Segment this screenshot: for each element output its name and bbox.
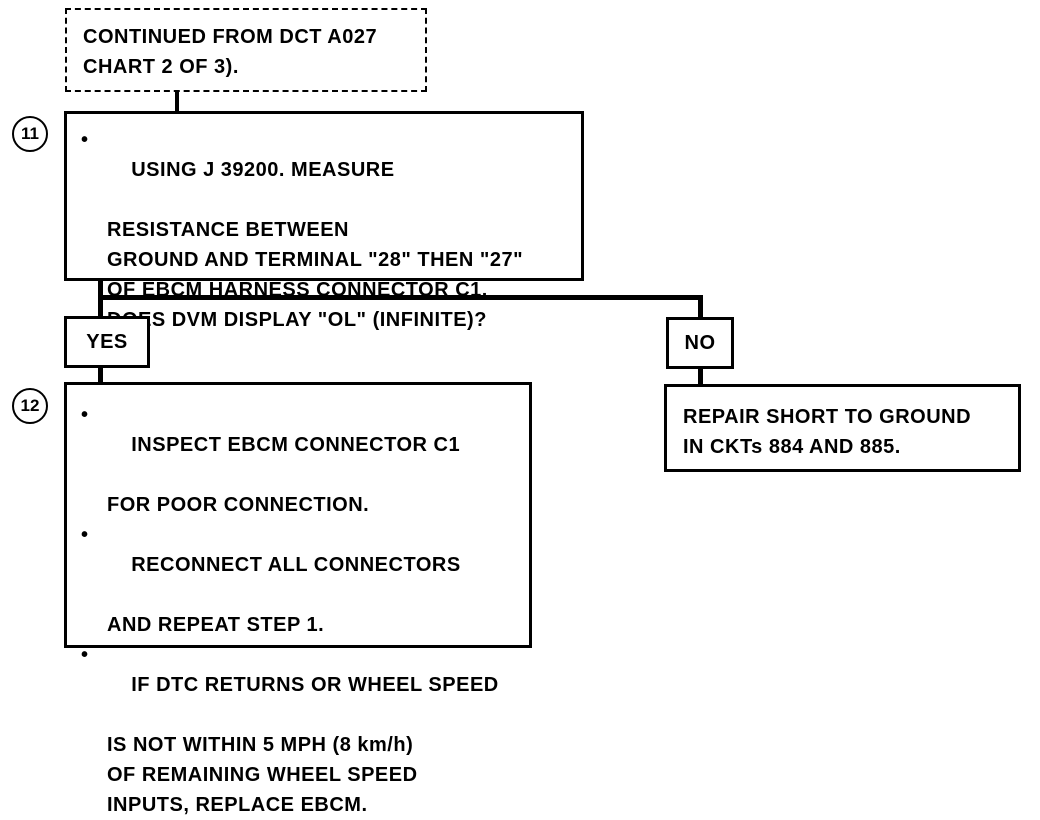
step-12-item-3-line-3: OF REMAINING WHEEL SPEED xyxy=(107,764,418,786)
step-12-item-1-line-2: FOR POOR CONNECTION. xyxy=(107,494,370,516)
step-12-item-3-line-1: •IF DTC RETURNS OR WHEEL SPEED xyxy=(67,640,529,730)
continued-from-line-2: CHART 2 OF 3). xyxy=(83,56,239,78)
connector-to-yes xyxy=(98,295,103,317)
yes-box: YES xyxy=(64,316,150,368)
continued-from-line-1: CONTINUED FROM DCT A027 xyxy=(83,26,378,48)
step-11-line-4: OF EBCM HARNESS CONNECTOR C1. xyxy=(107,279,488,301)
bullet-icon: • xyxy=(81,404,89,426)
no-label: NO xyxy=(684,332,716,354)
step-12-item-3-line-4: INPUTS, REPLACE EBCM. xyxy=(107,794,368,816)
step-12-item-2-line-1: •RECONNECT ALL CONNECTORS xyxy=(67,520,529,610)
step-12-item-2-line-2: AND REPEAT STEP 1. xyxy=(107,614,325,636)
connector-step11-down xyxy=(98,281,103,299)
step-11-line-1: •USING J 39200. MEASURE xyxy=(67,125,581,215)
no-box: NO xyxy=(666,317,734,369)
bullet-icon: • xyxy=(81,524,89,546)
bullet-icon: • xyxy=(81,129,89,151)
step-12-item-3-line-2: IS NOT WITHIN 5 MPH (8 km/h) xyxy=(107,734,414,756)
repair-short-box: REPAIR SHORT TO GROUND IN CKTs 884 AND 8… xyxy=(664,384,1021,472)
repair-short-line-1: REPAIR SHORT TO GROUND xyxy=(683,406,972,428)
step-11-box: •USING J 39200. MEASURE RESISTANCE BETWE… xyxy=(64,111,584,331)
connector-start-to-step11 xyxy=(175,92,179,112)
step-12-box: •INSPECT EBCM CONNECTOR C1 FOR POOR CONN… xyxy=(64,382,532,816)
step-11-line-3: GROUND AND TERMINAL "28" THEN "27" xyxy=(107,249,524,271)
connector-no-to-result xyxy=(698,369,703,385)
yes-label: YES xyxy=(86,331,128,353)
step-12-item-1-line-1: •INSPECT EBCM CONNECTOR C1 xyxy=(67,400,529,490)
bullet-icon: • xyxy=(81,644,89,666)
step-11-line-2: RESISTANCE BETWEEN xyxy=(107,219,349,241)
connector-yes-to-step12 xyxy=(98,368,103,384)
continued-from-box: CONTINUED FROM DCT A027 CHART 2 OF 3). xyxy=(65,8,427,92)
connector-horizontal-branch xyxy=(98,295,703,300)
step-11-number: 11 xyxy=(12,116,48,152)
repair-short-line-2: IN CKTs 884 AND 885. xyxy=(683,436,901,458)
connector-to-no xyxy=(698,295,703,318)
step-12-number: 12 xyxy=(12,388,48,424)
